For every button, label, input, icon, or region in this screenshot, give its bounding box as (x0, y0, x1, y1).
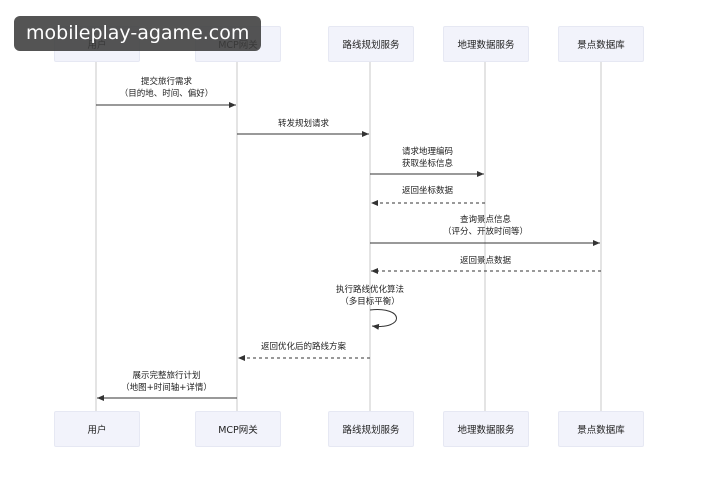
message-label-geocode-request: 请求地理编码 获取坐标信息 (370, 146, 485, 170)
participant-label: 地理数据服务 (457, 40, 515, 51)
participant-poi-db-top: 景点数据库 (558, 26, 644, 62)
message-line: 返回优化后的路线方案 (260, 342, 346, 352)
participant-label: MCP网关 (218, 425, 258, 436)
message-line: 查询景点信息 (459, 215, 511, 225)
message-line: 提交旅行需求 (140, 77, 192, 87)
participant-route-planning-bottom: 路线规划服务 (328, 411, 414, 447)
participant-user-bottom: 用户 (54, 411, 140, 447)
participant-label: 景点数据库 (577, 40, 625, 51)
message-label-return-route: 返回优化后的路线方案 (237, 341, 370, 353)
participant-poi-db-bottom: 景点数据库 (558, 411, 644, 447)
message-label-forward-request: 转发规划请求 (237, 118, 370, 130)
message-label-return-coords: 返回坐标数据 (370, 185, 485, 197)
arrow-self-optimize (369, 309, 397, 330)
participant-label: 地理数据服务 (457, 425, 515, 436)
participant-label: 路线规划服务 (342, 425, 400, 436)
message-line: （多目标平衡） (340, 297, 400, 307)
message-line: （目的地、时间、偏好） (119, 89, 214, 99)
message-line: 转发规划请求 (277, 119, 329, 129)
message-label-optimize: 执行路线优化算法 （多目标平衡） (312, 284, 428, 308)
message-line: 返回景点数据 (459, 256, 511, 266)
message-line: 返回坐标数据 (401, 186, 453, 196)
participant-geo-data-top: 地理数据服务 (443, 26, 529, 62)
message-line: 获取坐标信息 (401, 159, 453, 169)
message-label-query-poi: 查询景点信息 （评分、开放时间等） (370, 214, 601, 238)
participant-label: 景点数据库 (577, 425, 625, 436)
participant-geo-data-bottom: 地理数据服务 (443, 411, 529, 447)
participant-label: 用户 (87, 425, 107, 436)
participant-route-planning-top: 路线规划服务 (328, 26, 414, 62)
message-line: 执行路线优化算法 (335, 285, 404, 295)
message-line: （地图+时间轴+详情） (121, 383, 212, 393)
message-line: 请求地理编码 (401, 147, 453, 157)
watermark-banner: mobileplay-agame.com (14, 16, 262, 51)
participant-label: 路线规划服务 (342, 40, 400, 51)
message-line: 展示完整旅行计划 (132, 371, 201, 381)
message-label-submit-request: 提交旅行需求 （目的地、时间、偏好） (96, 76, 237, 100)
message-label-return-poi: 返回景点数据 (370, 255, 601, 267)
message-line: （评分、开放时间等） (442, 227, 528, 237)
participant-mcp-gateway-bottom: MCP网关 (195, 411, 281, 447)
message-label-show-plan: 展示完整旅行计划 （地图+时间轴+详情） (96, 370, 237, 394)
